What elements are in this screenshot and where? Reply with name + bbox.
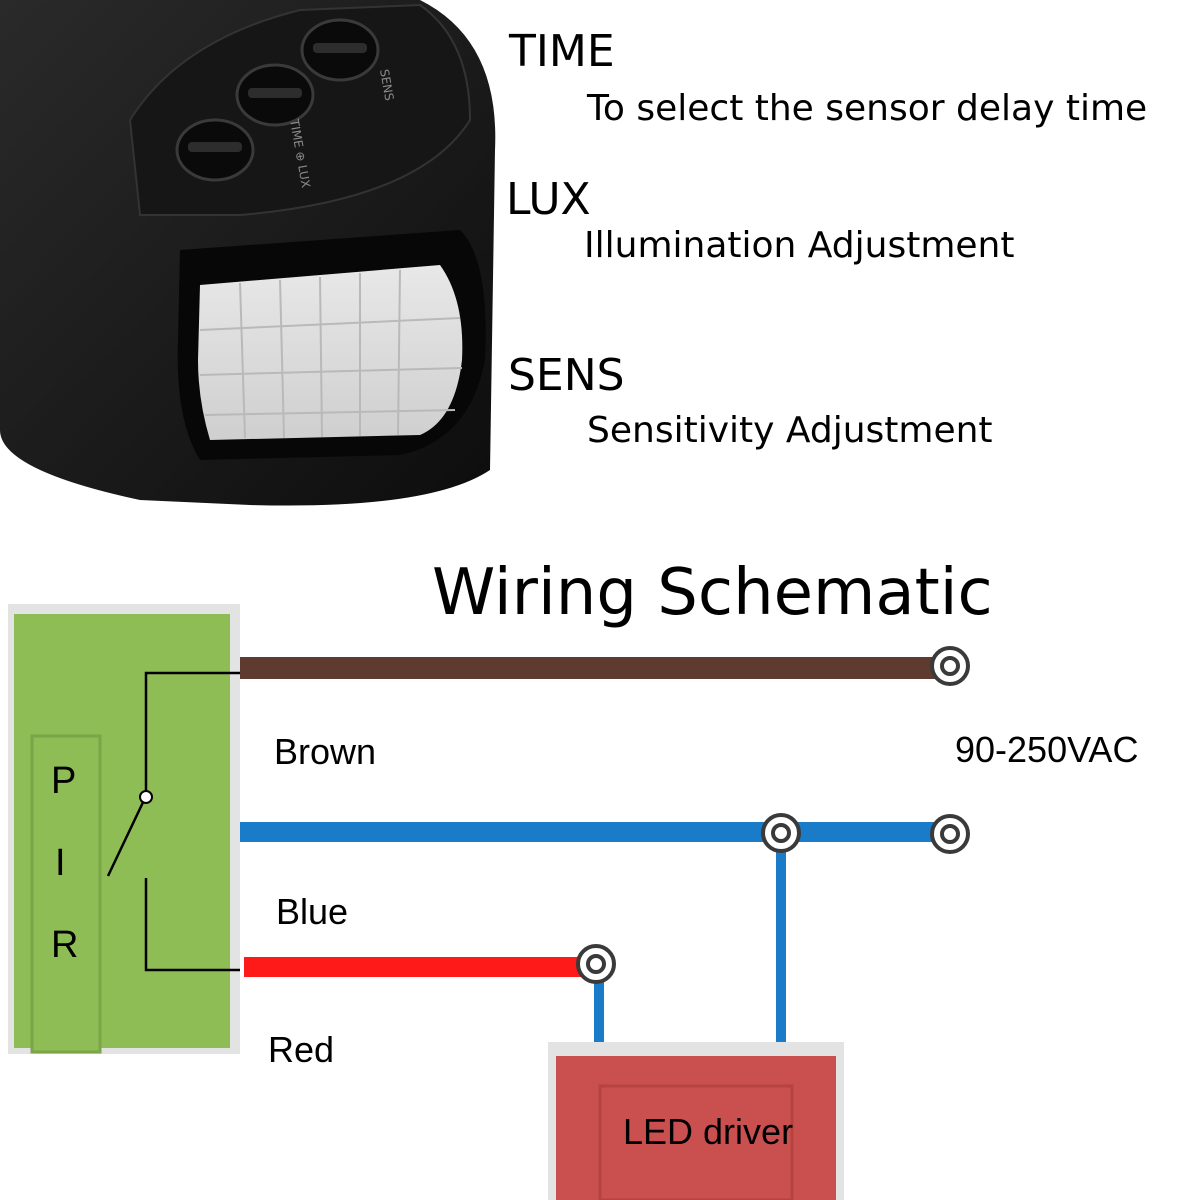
panel-label-sens: SENS	[377, 68, 396, 102]
label-blue: Blue	[276, 891, 348, 932]
terminal-blue-end	[930, 814, 970, 854]
pir-letter-r: R	[51, 924, 78, 966]
terminal-blue-junction	[761, 813, 801, 853]
led-driver-label: LED driver	[623, 1111, 793, 1152]
pir-inner-panel	[30, 734, 102, 1054]
lux-knob	[235, 63, 315, 127]
fresnel-lens	[198, 265, 463, 440]
control-title-lux: LUX	[506, 174, 591, 225]
terminal-red	[576, 944, 616, 984]
control-desc-sens: Sensitivity Adjustment	[587, 410, 993, 451]
label-red: Red	[268, 1029, 334, 1070]
control-desc-lux: Illumination Adjustment	[584, 225, 1015, 266]
control-desc-time: To select the sensor delay time	[587, 88, 1148, 129]
switch-pivot	[139, 790, 153, 804]
terminal-brown	[930, 646, 970, 686]
sens-knob	[300, 18, 380, 82]
pir-letter-i: I	[55, 842, 66, 884]
label-brown: Brown	[274, 731, 376, 772]
schematic-title: Wiring Schematic	[432, 556, 993, 630]
control-title-sens: SENS	[508, 350, 625, 401]
motion-sensor-photo: SENS TIME ⊕ LUX	[0, 0, 496, 506]
control-title-time: TIME	[509, 26, 615, 77]
time-knob	[175, 118, 255, 182]
led-driver-inner	[598, 1084, 794, 1200]
label-supply-voltage: 90-250VAC	[955, 729, 1138, 770]
pir-switch	[106, 671, 240, 972]
wiring-schematic: P I R Brown Blue Red 90-250VAC LED drive…	[8, 604, 1138, 1200]
pir-letter-p: P	[51, 760, 76, 802]
